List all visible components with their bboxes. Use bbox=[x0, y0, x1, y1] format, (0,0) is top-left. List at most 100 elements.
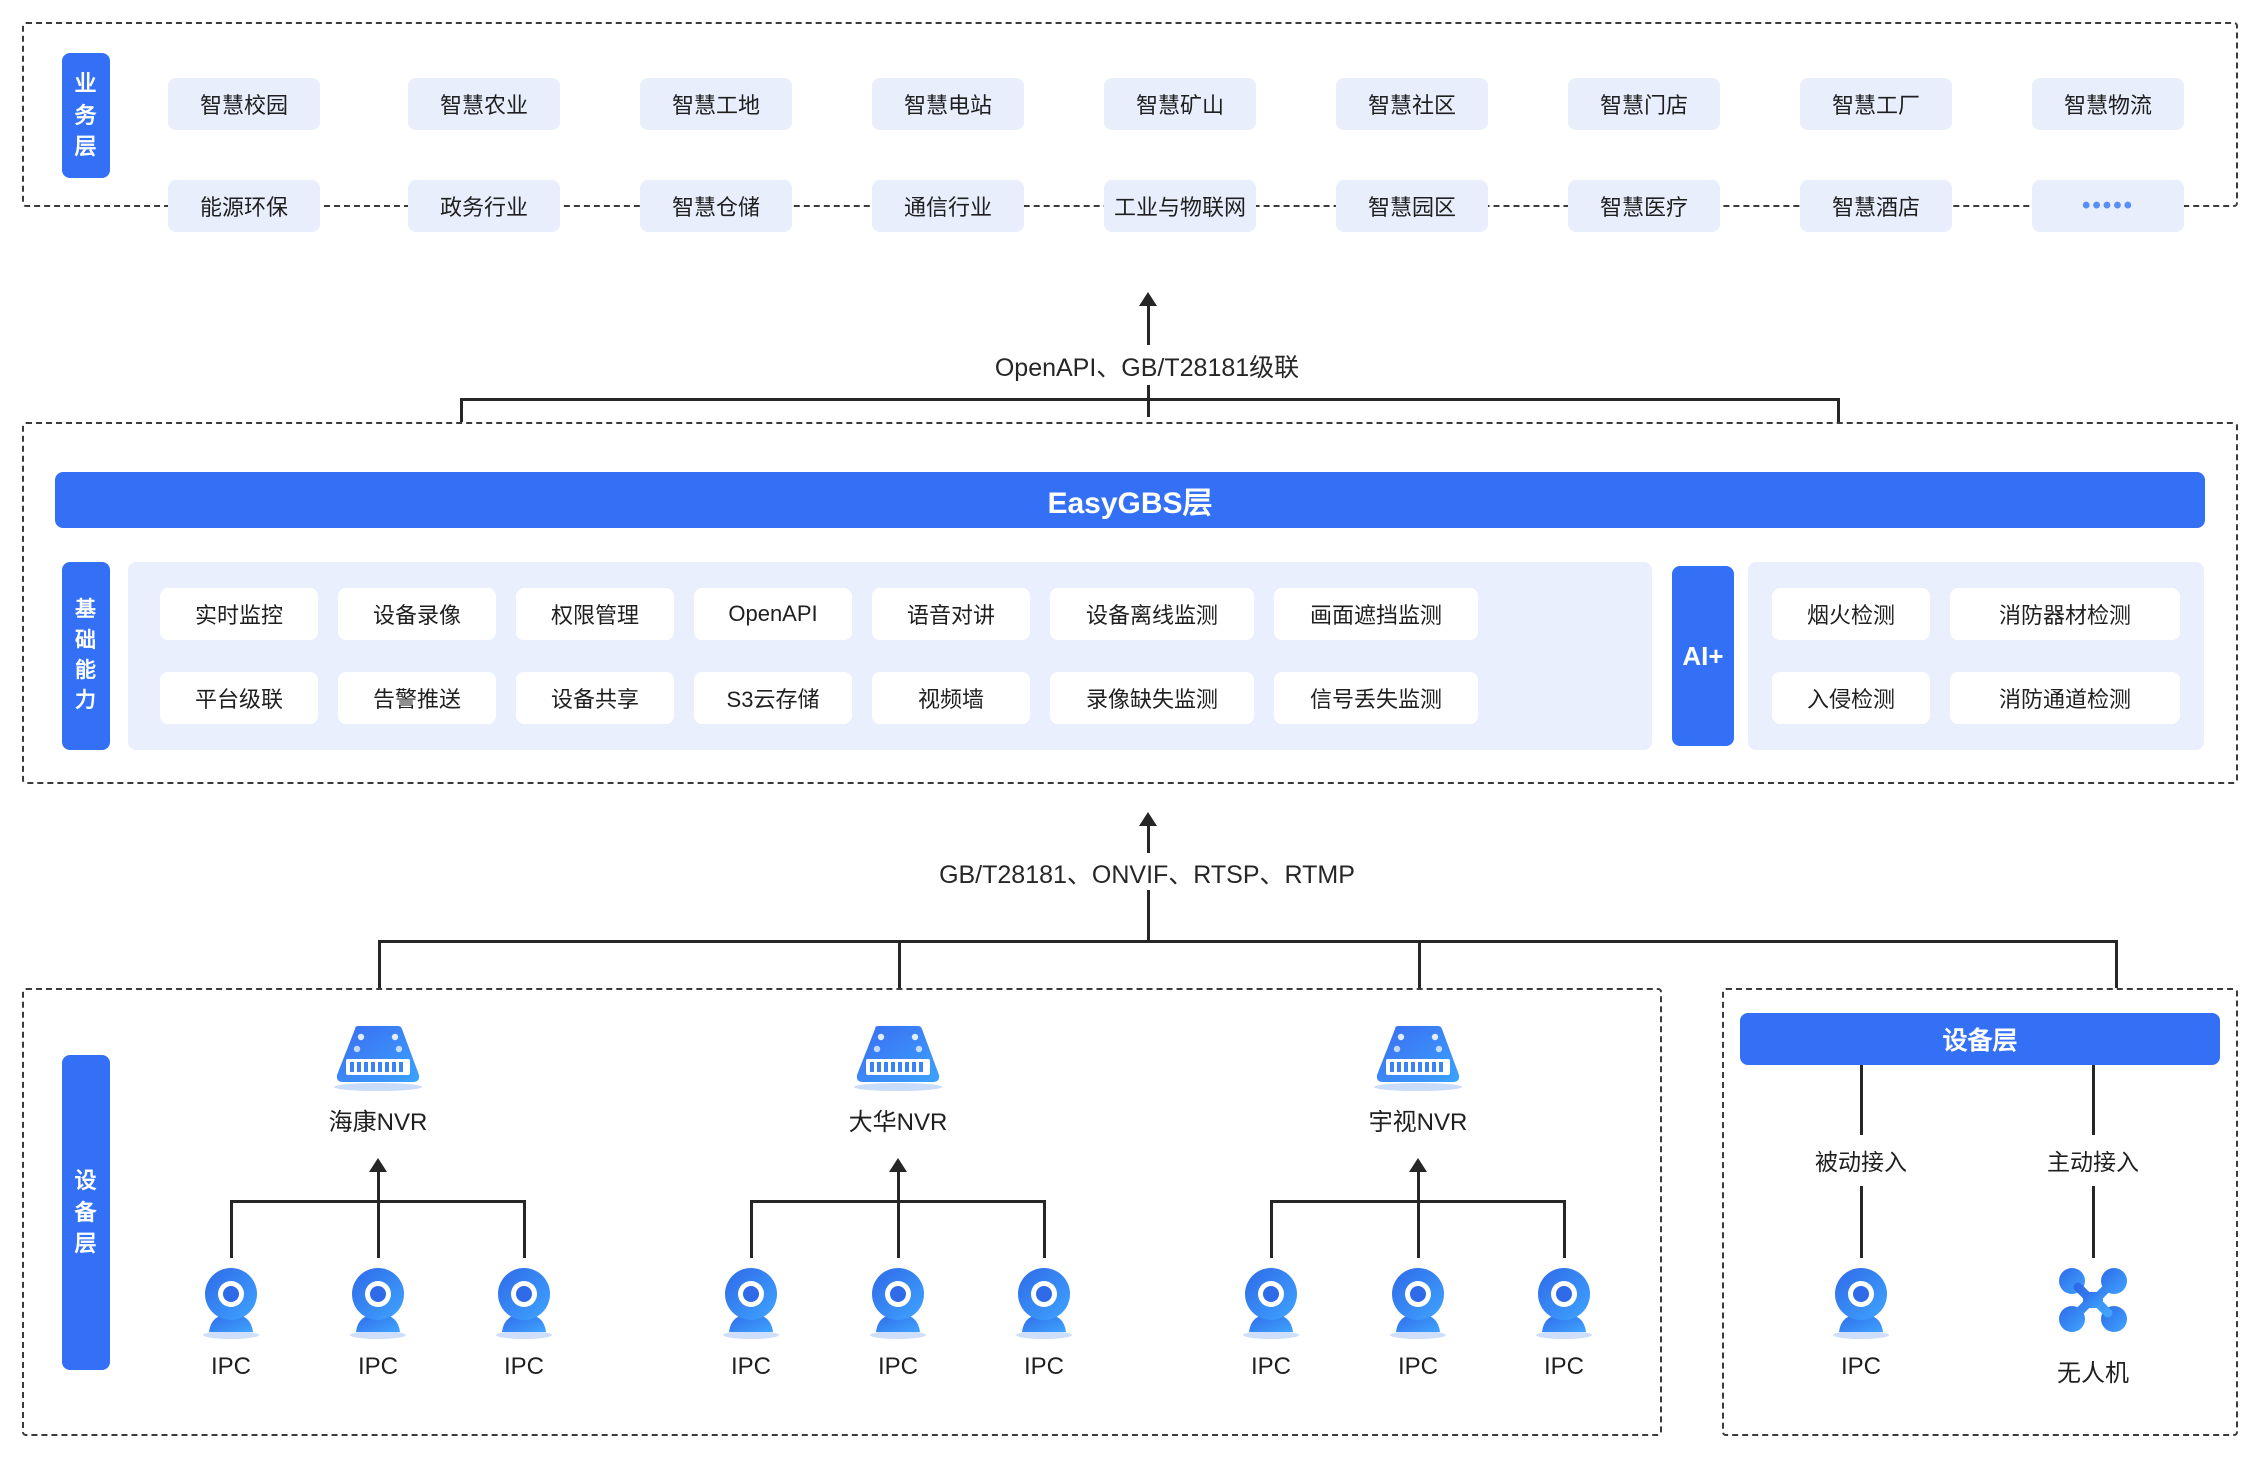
ipc-label: IPC bbox=[877, 1353, 918, 1380]
nvr-node-hikvision[interactable]: 海康NVR bbox=[278, 1025, 478, 1137]
camera-icon bbox=[1833, 1268, 1889, 1339]
connector-bottom-bus bbox=[378, 940, 2118, 943]
camera-icon bbox=[1390, 1268, 1446, 1339]
ipc-node-1a[interactable]: IPC bbox=[182, 1262, 280, 1381]
business-chip-smart-medical[interactable]: 智慧医疗 bbox=[1568, 180, 1720, 232]
ipc-node-3c[interactable]: IPC bbox=[1515, 1262, 1613, 1381]
nvr-label-hikvision: 海康NVR bbox=[328, 1109, 428, 1136]
business-layer-side-label: 业务层 bbox=[62, 53, 110, 178]
ipc-drop-2c bbox=[1043, 1200, 1046, 1258]
connector-bottom-stem-upper bbox=[1147, 825, 1150, 853]
easygbs-title-bar: EasyGBS层 bbox=[55, 472, 2205, 528]
capability-video-wall[interactable]: 视频墙 bbox=[872, 672, 1030, 724]
branch-drop-hikvision bbox=[378, 940, 381, 1028]
capability-voice-intercom[interactable]: 语音对讲 bbox=[872, 588, 1030, 640]
side-label-char: 层 bbox=[74, 134, 98, 160]
ipc-label: IPC bbox=[1397, 1353, 1438, 1380]
ipc-to-nvr-stem-2 bbox=[897, 1171, 900, 1203]
ai-capability-fire-equipment-detect[interactable]: 消防器材检测 bbox=[1950, 588, 2180, 640]
business-chip-industrial-iot[interactable]: 工业与物联网 bbox=[1104, 180, 1256, 232]
branch-drop-right-device-layer bbox=[2115, 940, 2118, 1028]
ipc-drop-1b bbox=[377, 1200, 380, 1258]
business-chip-energy-environment[interactable]: 能源环保 bbox=[168, 180, 320, 232]
camera-icon bbox=[496, 1268, 552, 1339]
branch-drop-dahua bbox=[898, 940, 901, 1028]
business-chip-smart-warehouse[interactable]: 智慧仓储 bbox=[640, 180, 792, 232]
nvr-icon bbox=[334, 1026, 422, 1091]
connector-bottom-stem-lower bbox=[1147, 890, 1150, 942]
ipc-to-nvr-arrowhead-1 bbox=[369, 1158, 387, 1172]
business-chip-smart-campus[interactable]: 智慧校园 bbox=[168, 78, 320, 130]
business-chip-government[interactable]: 政务行业 bbox=[408, 180, 560, 232]
ai-plus-side-label: AI+ bbox=[1672, 566, 1734, 746]
drone-node[interactable]: 无人机 bbox=[2044, 1262, 2142, 1388]
side-label-char: 层 bbox=[74, 1231, 98, 1257]
camera-icon bbox=[723, 1268, 779, 1339]
ipc-to-nvr-stem-3 bbox=[1417, 1171, 1420, 1203]
passive-access-label: 被动接入 bbox=[1815, 1149, 1907, 1175]
capability-device-sharing[interactable]: 设备共享 bbox=[516, 672, 674, 724]
business-chip-smart-community[interactable]: 智慧社区 bbox=[1336, 78, 1488, 130]
capability-device-offline-detect[interactable]: 设备离线监测 bbox=[1050, 588, 1254, 640]
camera-icon bbox=[1016, 1268, 1072, 1339]
capability-permission-management[interactable]: 权限管理 bbox=[516, 588, 674, 640]
device-layer-left-side-label: 设备层 bbox=[62, 1055, 110, 1370]
business-chip-smart-construction[interactable]: 智慧工地 bbox=[640, 78, 792, 130]
business-chip-smart-hotel[interactable]: 智慧酒店 bbox=[1800, 180, 1952, 232]
side-label-char: 础 bbox=[75, 628, 97, 652]
ipc-to-nvr-arrowhead-2 bbox=[889, 1158, 907, 1172]
capability-signal-loss-detect[interactable]: 信号丢失监测 bbox=[1274, 672, 1478, 724]
ai-capability-fire-exit-detect[interactable]: 消防通道检测 bbox=[1950, 672, 2180, 724]
ipc-node-2c[interactable]: IPC bbox=[995, 1262, 1093, 1381]
capability-view-obstruction-detect[interactable]: 画面遮挡监测 bbox=[1274, 588, 1478, 640]
ipc-label: IPC bbox=[1543, 1353, 1584, 1380]
capability-recording-missing-detect[interactable]: 录像缺失监测 bbox=[1050, 672, 1254, 724]
business-chip-smart-agriculture[interactable]: 智慧农业 bbox=[408, 78, 560, 130]
connector-bottom-arrowhead bbox=[1139, 812, 1157, 826]
ipc-drop-3c bbox=[1563, 1200, 1566, 1258]
ipc-drop-2b bbox=[897, 1200, 900, 1258]
business-chip-smart-power-station[interactable]: 智慧电站 bbox=[872, 78, 1024, 130]
ipc-node-2a[interactable]: IPC bbox=[702, 1262, 800, 1381]
business-chip-smart-store[interactable]: 智慧门店 bbox=[1568, 78, 1720, 130]
ipc-node-3a[interactable]: IPC bbox=[1222, 1262, 1320, 1381]
ipc-node-3b[interactable]: IPC bbox=[1369, 1262, 1467, 1381]
capability-s3-cloud-storage[interactable]: S3云存储 bbox=[694, 672, 852, 724]
connector-top-bus bbox=[460, 398, 1840, 401]
business-chip-smart-logistics[interactable]: 智慧物流 bbox=[2032, 78, 2184, 130]
drone-label: 无人机 bbox=[2057, 1360, 2129, 1387]
business-chip-smart-mine[interactable]: 智慧矿山 bbox=[1104, 78, 1256, 130]
active-access-line-lower bbox=[2092, 1186, 2095, 1258]
ipc-drop-1a bbox=[230, 1200, 233, 1258]
nvr-node-uniview[interactable]: 宇视NVR bbox=[1318, 1025, 1518, 1137]
capability-platform-cascade[interactable]: 平台级联 bbox=[160, 672, 318, 724]
ipc-node-right[interactable]: IPC bbox=[1812, 1262, 1910, 1381]
nvr-node-dahua[interactable]: 大华NVR bbox=[798, 1025, 998, 1137]
connector-top-label: OpenAPI、GB/T28181级联 bbox=[994, 354, 1300, 382]
ipc-to-nvr-stem-1 bbox=[377, 1171, 380, 1203]
ipc-drop-2a bbox=[750, 1200, 753, 1258]
ipc-node-1b[interactable]: IPC bbox=[329, 1262, 427, 1381]
nvr-label-uniview: 宇视NVR bbox=[1368, 1109, 1468, 1136]
ipc-label: IPC bbox=[503, 1353, 544, 1380]
ai-capability-intrusion-detect[interactable]: 入侵检测 bbox=[1772, 672, 1930, 724]
active-access-line-upper bbox=[2092, 1065, 2095, 1135]
side-label-char: 能 bbox=[75, 659, 97, 682]
capability-openapi[interactable]: OpenAPI bbox=[694, 588, 852, 640]
business-chip-telecom[interactable]: 通信行业 bbox=[872, 180, 1024, 232]
ipc-label: IPC bbox=[1250, 1353, 1291, 1380]
business-chip-more[interactable]: ••••• bbox=[2032, 180, 2184, 232]
capability-alarm-push[interactable]: 告警推送 bbox=[338, 672, 496, 724]
business-chip-smart-factory[interactable]: 智慧工厂 bbox=[1800, 78, 1952, 130]
ai-capability-fire-smoke-detect[interactable]: 烟火检测 bbox=[1772, 588, 1930, 640]
ipc-node-1c[interactable]: IPC bbox=[475, 1262, 573, 1381]
ipc-to-nvr-arrowhead-3 bbox=[1409, 1158, 1427, 1172]
business-chip-smart-park[interactable]: 智慧园区 bbox=[1336, 180, 1488, 232]
side-label-char: 业 bbox=[74, 70, 98, 96]
ipc-label-right: IPC bbox=[1840, 1353, 1881, 1380]
capability-device-recording[interactable]: 设备录像 bbox=[338, 588, 496, 640]
ipc-drop-3b bbox=[1417, 1200, 1420, 1258]
ipc-node-2b[interactable]: IPC bbox=[849, 1262, 947, 1381]
capability-realtime-monitoring[interactable]: 实时监控 bbox=[160, 588, 318, 640]
branch-drop-uniview bbox=[1418, 940, 1421, 1028]
